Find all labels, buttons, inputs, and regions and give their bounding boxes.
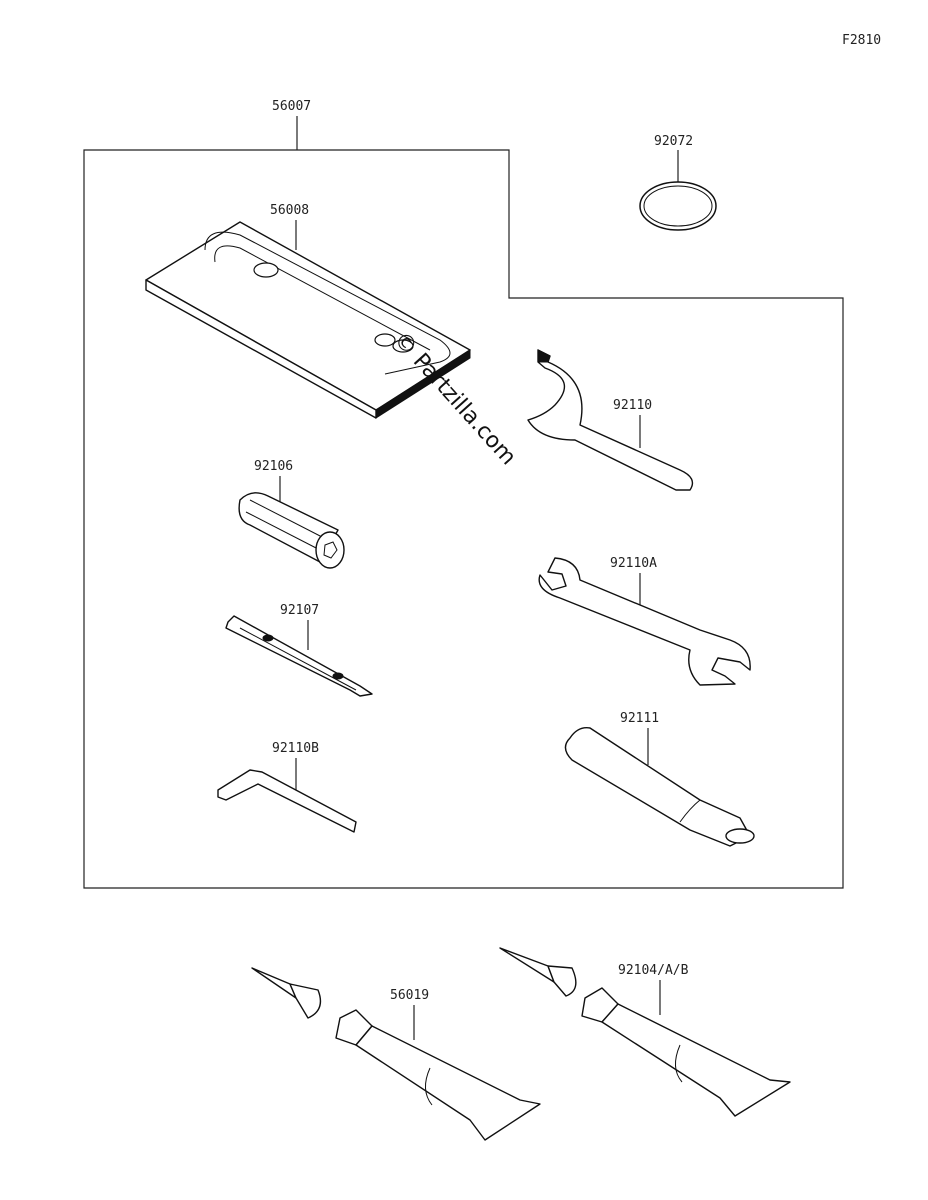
label-56019[interactable]: 56019 [390,988,429,1003]
label-56008[interactable]: 56008 [270,203,309,218]
label-92072[interactable]: 92072 [654,134,693,149]
label-92110A[interactable]: 92110A [610,556,657,571]
kit-boundary [83,149,844,889]
hook-spanner-part [527,349,694,491]
socket-part [238,492,345,569]
label-92110B[interactable]: 92110B [272,741,319,756]
label-92104[interactable]: 92104/A/B [618,963,689,978]
grease-tube-92104-part [499,947,791,1117]
label-92106[interactable]: 92106 [254,459,293,474]
label-56007[interactable]: 56007 [272,99,311,114]
grease-tube-56019-part [251,967,541,1141]
handle-part [564,727,755,847]
label-92107[interactable]: 92107 [280,603,319,618]
label-92111[interactable]: 92111 [620,711,659,726]
hex-key-part [217,769,357,833]
driver-part [225,615,373,697]
open-wrench-part [538,557,751,686]
tool-pouch-part [145,221,471,419]
figure-code: F2810 [842,33,881,48]
o-ring-part [639,181,717,231]
label-92110[interactable]: 92110 [613,398,652,413]
